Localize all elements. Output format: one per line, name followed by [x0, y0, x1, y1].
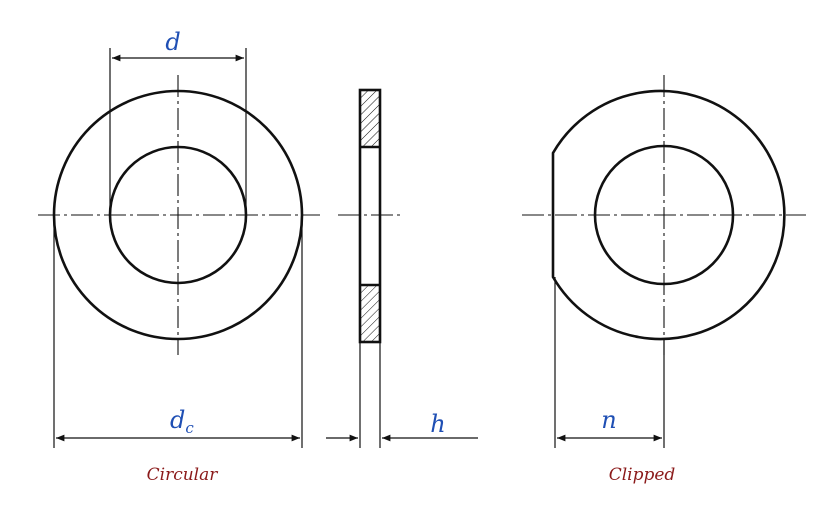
caption-clipped: Clipped: [609, 465, 676, 485]
hatch-top: [361, 91, 379, 147]
circular-washer-view: d dc Circular: [38, 28, 320, 485]
h-label: h: [430, 410, 445, 438]
clipped-outer-outline: [551, 89, 786, 341]
n-label: n: [601, 406, 616, 434]
dc-label: dc: [170, 406, 194, 437]
hatch-bottom: [361, 285, 379, 341]
section-outline: [358, 88, 382, 344]
side-section-view: h: [326, 88, 478, 448]
clipped-washer-view: n Clipped: [522, 75, 806, 485]
caption-circular: Circular: [147, 465, 219, 485]
d-label: d: [165, 28, 180, 56]
